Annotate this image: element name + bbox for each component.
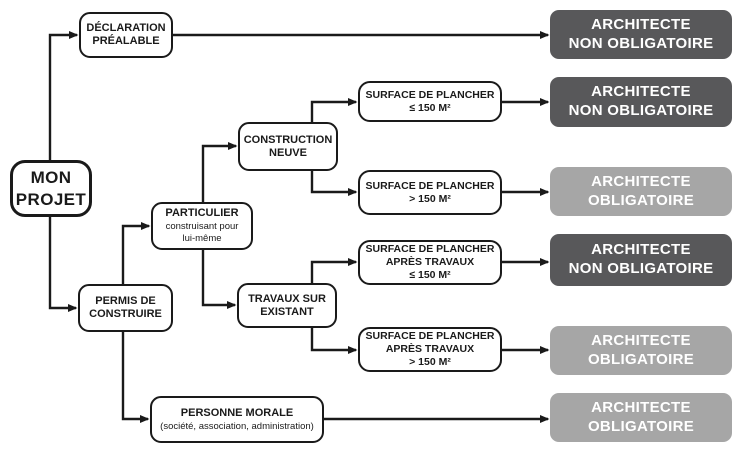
node-construction-neuve: CONSTRUCTION NEUVE: [238, 122, 338, 171]
node-declaration-prealable: DÉCLARATION PRÉALABLE: [79, 12, 173, 58]
node-surface-plancher-neuve-max-150: SURFACE DE PLANCHER ≤ 150 M²: [358, 81, 502, 122]
node-label-line: PROJET: [15, 189, 87, 209]
node-surface-plancher-travaux-max-150: SURFACE DE PLANCHER APRÈS TRAVAUX ≤ 150 …: [358, 240, 502, 285]
connector-projet-declaration: [48, 31, 79, 160]
node-label-line: > 150 M²: [409, 355, 451, 368]
node-surface-plancher-travaux-plus-150: SURFACE DE PLANCHER APRÈS TRAVAUX > 150 …: [358, 327, 502, 372]
connector-permis-personne-morale: [121, 332, 150, 423]
outcome-label-line: OBLIGATOIRE: [587, 417, 695, 435]
connector-travaux-surface-plus: [310, 328, 358, 354]
connector-construction-surface-plus: [310, 171, 358, 196]
node-label-line: EXISTANT: [260, 305, 314, 318]
connector-projet-permis: [48, 217, 78, 312]
node-label-line: PARTICULIER: [165, 207, 239, 220]
connector-construction-surface-max: [310, 98, 358, 122]
node-sublabel-line: (société, association, administration): [160, 420, 314, 432]
node-personne-morale: PERSONNE MORALE (société, association, a…: [150, 396, 324, 443]
node-label-line: SURFACE DE PLANCHER: [365, 330, 495, 343]
outcome-label-line: NON OBLIGATOIRE: [568, 102, 714, 119]
connector-particulier-construction: [201, 142, 238, 202]
connector-permis-particulier: [121, 222, 151, 284]
node-label-line: NEUVE: [269, 146, 307, 159]
outcome-label-line: ARCHITECTE: [591, 241, 691, 259]
node-sublabel-line: lui-même: [182, 233, 222, 245]
outcome-label-line: NON OBLIGATOIRE: [568, 260, 714, 277]
outcome-label-line: ARCHITECTE: [591, 172, 691, 190]
outcome-architecte-non-obligatoire-1: ARCHITECTE NON OBLIGATOIRE: [550, 10, 732, 59]
node-label-line: SURFACE DE PLANCHER: [365, 88, 495, 101]
outcome-architecte-non-obligatoire-3: ARCHITECTE NON OBLIGATOIRE: [550, 234, 732, 286]
node-particulier: PARTICULIER construisant pour lui-même: [151, 202, 253, 250]
outcome-label-line: NON OBLIGATOIRE: [568, 34, 714, 52]
outcome-architecte-obligatoire-3: ARCHITECTE OBLIGATOIRE: [550, 393, 732, 442]
node-label-line: ≤ 150 M²: [409, 101, 451, 114]
outcome-architecte-obligatoire-1: ARCHITECTE OBLIGATOIRE: [550, 167, 732, 216]
node-permis-de-construire: PERMIS DE CONSTRUIRE: [78, 284, 173, 332]
node-label-line: DÉCLARATION: [86, 22, 166, 35]
node-label-line: APRÈS TRAVAUX: [385, 343, 475, 356]
node-label-line: PERSONNE MORALE: [180, 406, 294, 419]
node-label-line: MON: [30, 168, 72, 188]
node-label-line: PERMIS DE: [95, 295, 156, 308]
node-label-line: SURFACE DE PLANCHER: [365, 243, 495, 256]
node-label-line: SURFACE DE PLANCHER: [365, 179, 495, 192]
node-label-line: TRAVAUX SUR: [248, 292, 326, 305]
node-sublabel-line: construisant pour: [165, 221, 239, 233]
outcome-label-line: ARCHITECTE: [591, 398, 691, 416]
node-label-line: > 150 M²: [409, 192, 451, 205]
connector-travaux-surface-max: [310, 258, 358, 283]
outcome-architecte-obligatoire-2: ARCHITECTE OBLIGATOIRE: [550, 326, 732, 375]
outcome-architecte-non-obligatoire-2: ARCHITECTE NON OBLIGATOIRE: [550, 77, 732, 127]
node-mon-projet: MON PROJET: [10, 160, 92, 217]
outcome-label-line: OBLIGATOIRE: [587, 191, 695, 209]
outcome-label-line: ARCHITECTE: [591, 83, 691, 101]
node-label-line: PRÉALABLE: [92, 35, 160, 47]
node-surface-plancher-neuve-plus-150: SURFACE DE PLANCHER > 150 M²: [358, 170, 502, 215]
outcome-label-line: OBLIGATOIRE: [587, 350, 695, 368]
node-travaux-sur-existant: TRAVAUX SUR EXISTANT: [237, 283, 337, 328]
outcome-label-line: ARCHITECTE: [591, 331, 691, 349]
node-label-line: APRÈS TRAVAUX: [385, 256, 475, 269]
node-label-line: CONSTRUIRE: [89, 308, 162, 320]
connector-particulier-travaux: [201, 250, 237, 309]
node-label-line: ≤ 150 M²: [409, 268, 451, 281]
outcome-label-line: ARCHITECTE: [591, 15, 691, 33]
node-label-line: CONSTRUCTION: [243, 133, 333, 146]
